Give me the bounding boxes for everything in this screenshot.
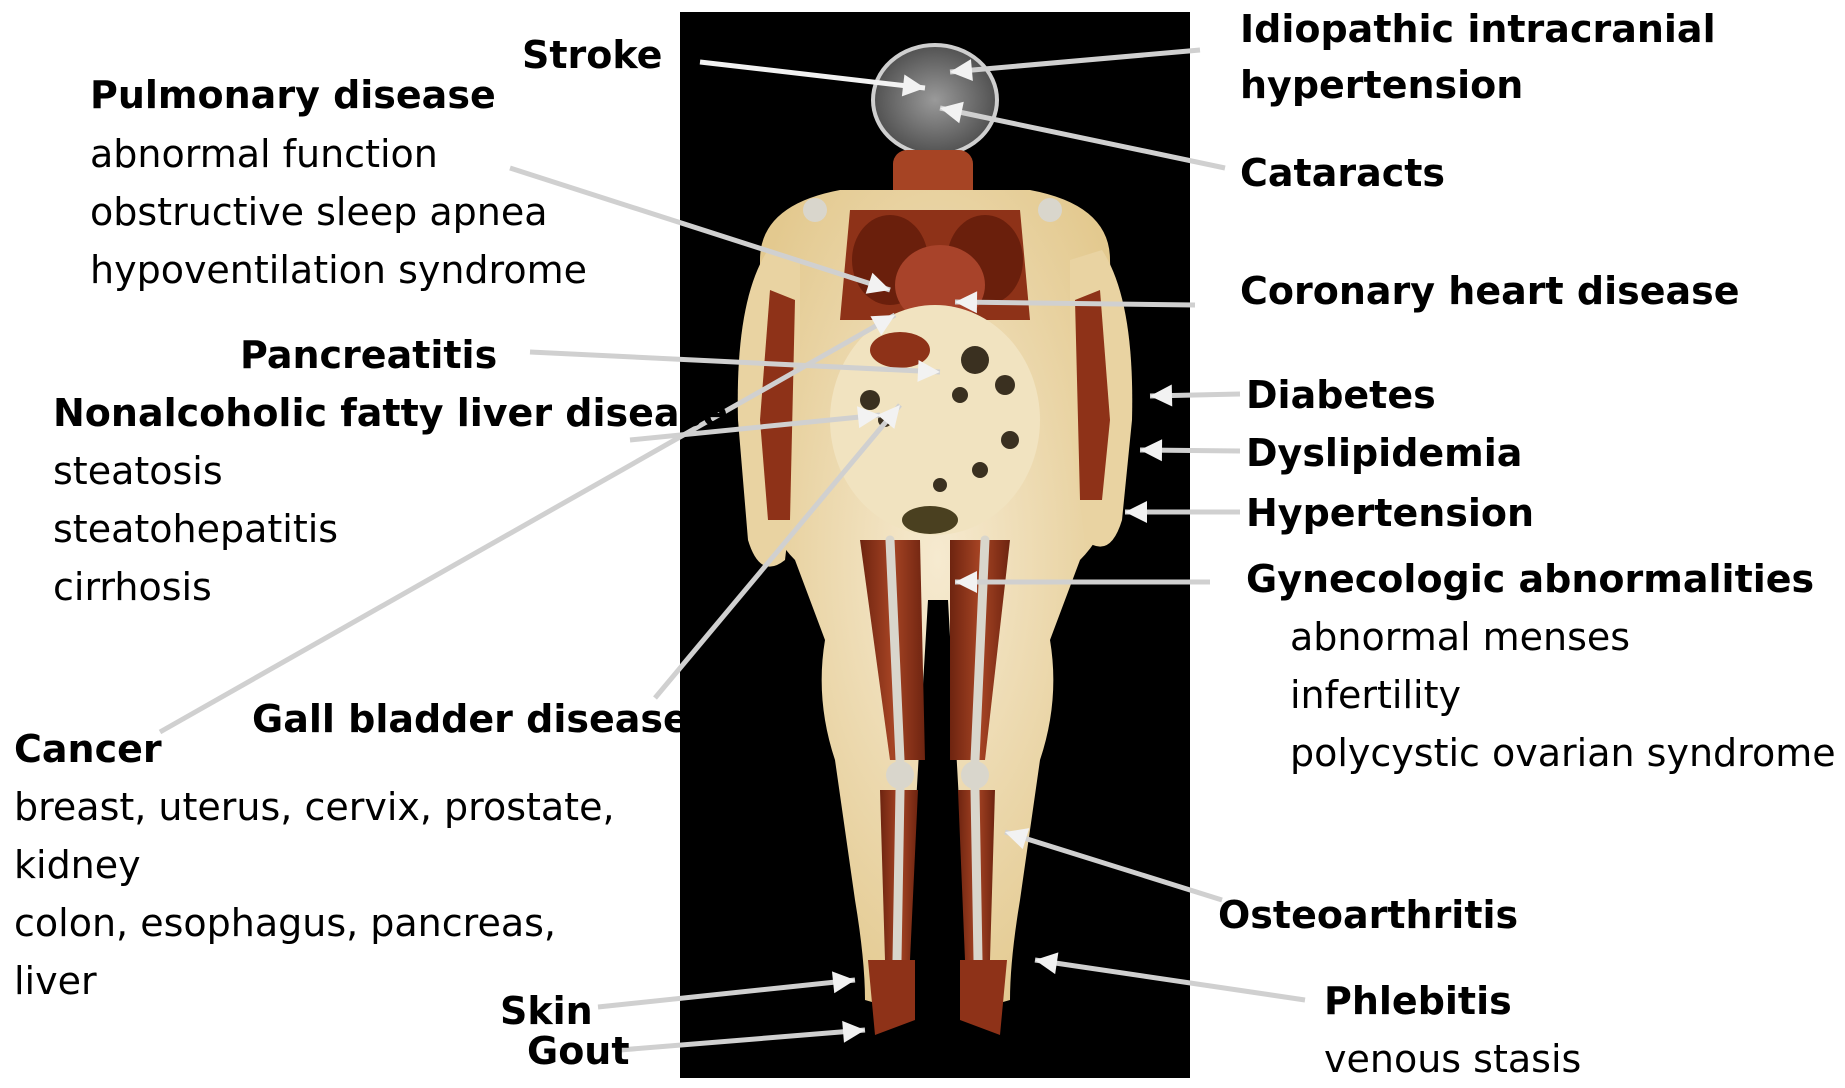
- label-pancreatitis: Pancreatitis: [240, 326, 497, 384]
- gyn-item: abnormal menses: [1290, 608, 1630, 666]
- label-gynecologic-abnormalities: Gynecologic abnormalities: [1246, 550, 1814, 608]
- cancer-item: liver: [14, 952, 97, 1010]
- label-osteoarthritis: Osteoarthritis: [1218, 886, 1518, 944]
- nafld-item: steatosis: [53, 442, 223, 500]
- label-stroke: Stroke: [522, 26, 662, 84]
- label-pulmonary-disease: Pulmonary disease: [90, 66, 496, 124]
- label-gout: Gout: [527, 1022, 630, 1080]
- label-gall-bladder-disease: Gall bladder disease: [252, 690, 689, 748]
- gyn-item: infertility: [1290, 666, 1461, 724]
- phlebitis-item: venous stasis: [1324, 1030, 1581, 1088]
- label-dyslipidemia: Dyslipidemia: [1246, 424, 1522, 482]
- label-hypertension: Hypertension: [1246, 484, 1534, 542]
- cancer-item: breast, uterus, cervix, prostate,: [14, 778, 615, 836]
- nafld-item: cirrhosis: [53, 558, 212, 616]
- label-nafld: Nonalcoholic fatty liver disease: [53, 384, 728, 442]
- label-idiopathic-intracranial-hypertension-line1: Idiopathic intracranial: [1240, 0, 1716, 58]
- label-cancer: Cancer: [14, 720, 162, 778]
- label-phlebitis: Phlebitis: [1324, 972, 1512, 1030]
- cancer-item: kidney: [14, 836, 141, 894]
- bladder: [902, 506, 958, 534]
- label-cataracts: Cataracts: [1240, 144, 1445, 202]
- cancer-item: colon, esophagus, pancreas,: [14, 894, 556, 952]
- pulmonary-item: abnormal function: [90, 125, 438, 183]
- pulmonary-item: obstructive sleep apnea: [90, 183, 548, 241]
- label-coronary-heart-disease: Coronary heart disease: [1240, 262, 1740, 320]
- head-brain: [873, 45, 997, 155]
- label-diabetes: Diabetes: [1246, 366, 1436, 424]
- gyn-item: polycystic ovarian syndrome: [1290, 724, 1836, 782]
- label-idiopathic-intracranial-hypertension-line2: hypertension: [1240, 56, 1523, 114]
- pulmonary-item: hypoventilation syndrome: [90, 241, 587, 299]
- nafld-item: steatohepatitis: [53, 500, 338, 558]
